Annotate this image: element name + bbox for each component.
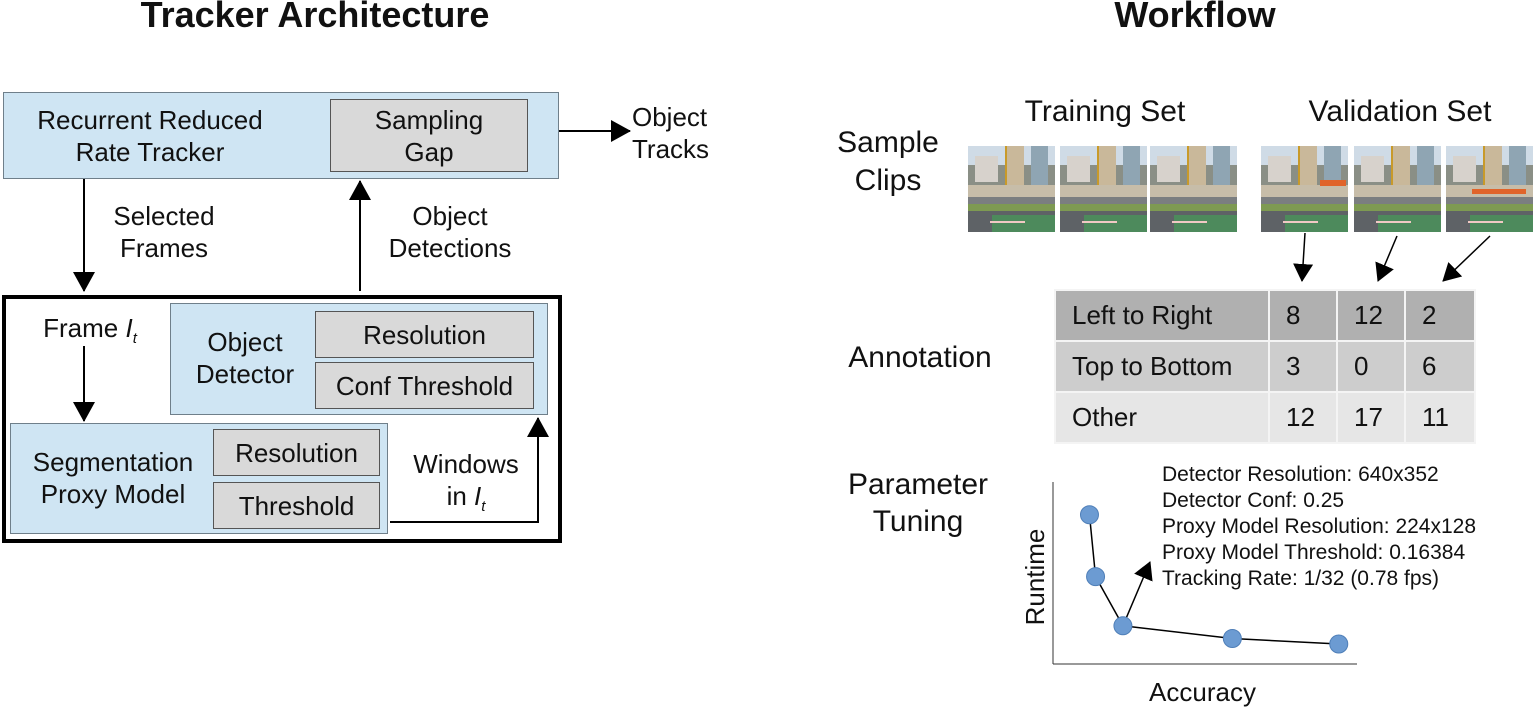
selected-frames-line2: Frames	[119, 233, 209, 263]
annotation-count-cell: 2	[1404, 289, 1476, 342]
parameter-tuning-label: Parameter Tuning	[830, 466, 1006, 540]
windows-label-line2: in It	[396, 480, 536, 523]
recurrent-tracker-label: Recurrent Reduced Rate Tracker	[8, 101, 292, 171]
annotation-count-cell: 12	[1268, 391, 1338, 444]
detector-conf-threshold-param: Conf Threshold	[315, 362, 534, 409]
proxy-threshold-param: Threshold	[213, 482, 380, 529]
object-detector-box: Object Detector Resolution Conf Threshol…	[170, 303, 548, 415]
object-tracks-label: Object Tracks	[632, 101, 736, 165]
frame-label: Frame It	[30, 312, 150, 355]
config-point	[1086, 567, 1106, 587]
clip-to-table-arrow-1	[1293, 232, 1314, 282]
training-set-label: Training Set	[1024, 95, 1186, 128]
chosen-parameter-line: Detector Conf: 0.25	[1162, 489, 1345, 512]
selected-frames-line1: Selected	[113, 201, 215, 231]
annotation-label: Annotation	[848, 341, 992, 374]
validation-set-label: Validation Set	[1308, 95, 1492, 128]
selected-point-arrow	[1122, 561, 1153, 627]
windows-to-detector-arrow	[390, 417, 549, 523]
windows-in-text: in	[446, 481, 475, 511]
validation-clip-2	[1354, 146, 1441, 232]
frame-label-text: Frame	[43, 313, 126, 343]
tracker-label-line2: Rate Tracker	[75, 137, 225, 167]
annotation-count-cell: 0	[1336, 340, 1406, 393]
parameter-tuning-line1: Parameter	[847, 468, 989, 501]
clip-to-table-arrow-2	[1375, 235, 1398, 282]
detector-label-line2: Detector	[195, 359, 295, 389]
proxy-label-line1: Segmentation	[32, 447, 194, 477]
sample-clips-label: Sample Clips	[820, 124, 956, 200]
annotation-row-label: Other	[1054, 391, 1270, 444]
chosen-parameter-line: Proxy Model Threshold: 0.16384	[1162, 541, 1466, 564]
training-clip-2	[1060, 146, 1147, 232]
chart-xlabel: Accuracy	[1149, 677, 1256, 707]
windows-variable: I	[474, 481, 482, 511]
detector-resolution-param: Resolution	[315, 311, 534, 358]
annotation-row-label: Top to Bottom	[1054, 340, 1270, 393]
annotation-count-cell: 11	[1404, 391, 1476, 444]
annotation-count-cell: 3	[1268, 340, 1338, 393]
parameter-tuning-line2: Tuning	[872, 505, 964, 538]
sampling-gap-line1: Sampling	[374, 104, 484, 135]
sampling-gap-line2: Gap	[404, 136, 454, 167]
detector-label-line1: Object	[207, 327, 283, 357]
proxy-model-label: Segmentation Proxy Model	[13, 438, 213, 518]
chosen-parameter-line: Proxy Model Resolution: 224x128	[1162, 515, 1477, 538]
frame-processing-container	[2, 295, 562, 543]
annotation-count-cell: 6	[1404, 340, 1476, 393]
validation-clip-3	[1446, 146, 1533, 232]
object-tracks-line2: Tracks	[632, 134, 710, 164]
training-clip-3	[1150, 146, 1237, 232]
segmentation-proxy-box: Segmentation Proxy Model Resolution Thre…	[10, 423, 388, 534]
validation-clip-1	[1261, 146, 1348, 232]
object-detections-line2: Detections	[388, 233, 512, 263]
object-detections-line1: Object	[412, 201, 488, 231]
tracker-label-line1: Recurrent Reduced	[37, 105, 263, 135]
annotation-count-cell: 8	[1268, 289, 1338, 342]
sample-clips-line2: Clips	[854, 164, 922, 197]
frame-subscript: t	[132, 330, 137, 348]
selected-frames-label: Selected Frames	[94, 200, 234, 264]
tracker-architecture-title: Tracker Architecture	[140, 0, 490, 35]
object-detections-label: Object Detections	[370, 200, 530, 264]
chosen-parameter-line: Detector Resolution: 640x352	[1162, 463, 1439, 486]
config-point	[1329, 634, 1349, 654]
proxy-label-line2: Proxy Model	[40, 479, 186, 509]
windows-label-line1: Windows	[413, 449, 519, 479]
object-tracks-line1: Object	[632, 102, 708, 132]
sampling-gap-param: Sampling Gap	[330, 99, 528, 172]
chosen-parameter-line: Tracking Rate: 1/32 (0.78 fps)	[1162, 567, 1440, 590]
config-point	[1222, 629, 1242, 649]
windows-label: Windows in It	[396, 448, 536, 523]
workflow-title: Workflow	[1114, 0, 1276, 35]
clip-to-table-arrow-3	[1442, 235, 1491, 282]
object-detector-label: Object Detector	[175, 318, 315, 398]
recurrent-tracker-box: Recurrent Reduced Rate Tracker Sampling …	[3, 92, 559, 179]
sample-clips-line1: Sample	[837, 126, 939, 159]
selected-config-point	[1113, 616, 1133, 636]
annotation-count-cell: 17	[1336, 391, 1406, 444]
annotation-row-label: Left to Right	[1054, 289, 1270, 342]
annotation-count-cell: 12	[1336, 289, 1406, 342]
windows-subscript: t	[481, 498, 486, 516]
training-clip-1	[968, 146, 1055, 232]
proxy-resolution-param: Resolution	[213, 429, 380, 476]
frame-variable: I	[125, 313, 133, 343]
config-point	[1079, 505, 1099, 525]
